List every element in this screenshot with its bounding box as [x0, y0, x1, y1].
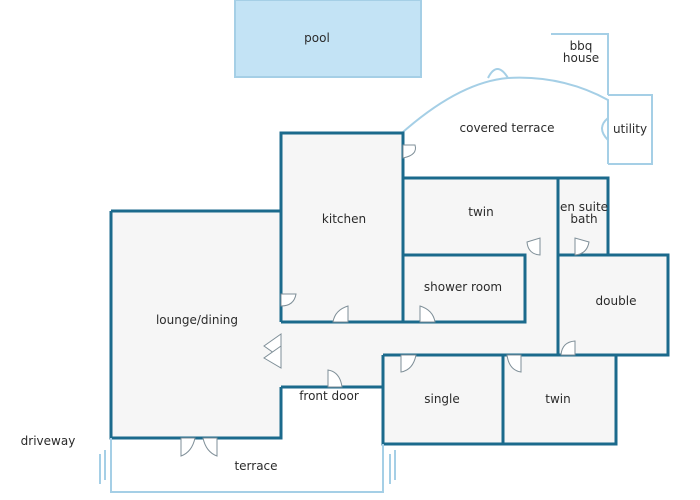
kitchen-label: kitchen	[322, 212, 366, 226]
lounge-room	[111, 211, 281, 438]
terrace-door-arc	[487, 68, 509, 79]
twin-bottom-label: twin	[545, 392, 570, 406]
en-suite-label-line1: en suite	[560, 200, 608, 214]
utility-outline	[608, 94, 653, 165]
corridor	[281, 322, 558, 355]
gate-marks	[99, 450, 396, 484]
bbq-label-line2: house	[563, 51, 599, 65]
driveway-label: driveway	[21, 434, 76, 448]
terrace-outline	[110, 438, 384, 493]
utility-label: utility	[613, 122, 647, 136]
bbq-house-outline	[551, 33, 609, 95]
pool-label: pool	[304, 31, 330, 45]
twin-bottom-room	[503, 355, 616, 444]
en-suite-label-line2: bath	[570, 212, 597, 226]
doors	[180, 144, 590, 457]
kitchen-room	[281, 133, 403, 323]
bbq-label-line1: bbq	[570, 39, 593, 53]
double-room	[558, 255, 668, 355]
double-label: double	[596, 294, 637, 308]
twin-top-label: twin	[468, 205, 493, 219]
front-door-label: front door	[299, 389, 359, 403]
covered-terrace-label: covered terrace	[460, 121, 555, 135]
lounge-dining-label: lounge/dining	[156, 313, 238, 327]
shower-room-label: shower room	[424, 280, 502, 294]
terrace-label: terrace	[234, 459, 277, 473]
utility-door-arc	[601, 117, 609, 141]
corridor-vertical	[525, 255, 558, 322]
single-label: single	[424, 392, 460, 406]
pool	[234, 0, 422, 78]
